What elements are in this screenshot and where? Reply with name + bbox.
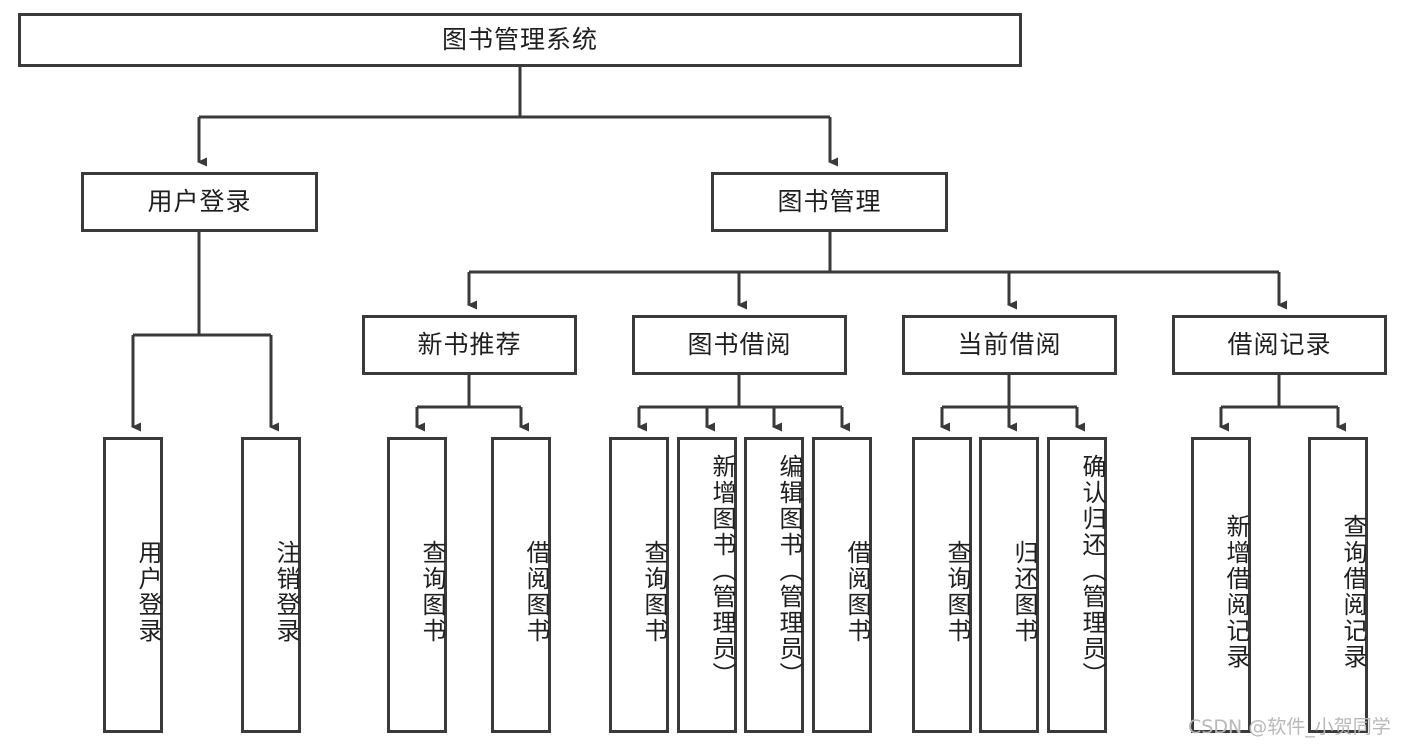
node-label: 注销登录 xyxy=(272,540,300,644)
leaf-query-book-current[interactable]: 查询图书 xyxy=(912,437,972,733)
leaf-logout-login[interactable]: 注销登录 xyxy=(241,437,301,733)
leaf-query-book-borrow[interactable]: 查询图书 xyxy=(609,437,669,733)
node-new-book-recommend[interactable]: 新书推荐 xyxy=(362,315,577,375)
leaf-confirm-return-admin[interactable]: 确认归还（管理员） xyxy=(1047,437,1107,733)
node-label: 用户登录 xyxy=(147,187,252,216)
leaf-add-borrow-record[interactable]: 新增借阅记录 xyxy=(1191,437,1251,733)
node-label: 图书借阅 xyxy=(687,330,792,359)
node-label: 编辑图书（管理员） xyxy=(775,454,803,688)
node-label: 借阅图书 xyxy=(522,540,550,644)
node-label: 借阅记录 xyxy=(1227,330,1332,359)
leaf-query-book-recommend[interactable]: 查询图书 xyxy=(387,437,447,733)
node-label: 图书管理系统 xyxy=(441,25,598,54)
node-label: 新增图书（管理员） xyxy=(708,454,736,688)
node-label: 用户登录 xyxy=(134,540,162,644)
node-label: 确认归还（管理员） xyxy=(1078,454,1106,688)
node-label: 查询借阅记录 xyxy=(1339,514,1367,670)
leaf-edit-book-admin[interactable]: 编辑图书（管理员） xyxy=(744,437,804,733)
leaf-user-login[interactable]: 用户登录 xyxy=(103,437,163,733)
csdn-watermark: CSDN @软件_小贺同学 xyxy=(1188,716,1391,738)
node-current-borrow[interactable]: 当前借阅 xyxy=(902,315,1117,375)
node-label: 新书推荐 xyxy=(417,330,522,359)
leaf-borrow-book-recommend[interactable]: 借阅图书 xyxy=(491,437,551,733)
node-label: 查询图书 xyxy=(418,540,446,644)
node-root-book-management-system[interactable]: 图书管理系统 xyxy=(18,13,1022,67)
node-label: 图书管理 xyxy=(777,187,882,216)
leaf-add-book-admin[interactable]: 新增图书（管理员） xyxy=(677,437,737,733)
node-label: 新增借阅记录 xyxy=(1222,514,1250,670)
node-label: 当前借阅 xyxy=(957,330,1062,359)
node-label: 查询图书 xyxy=(943,540,971,644)
node-label: 归还图书 xyxy=(1010,540,1038,644)
leaf-return-book[interactable]: 归还图书 xyxy=(979,437,1039,733)
node-user-login[interactable]: 用户登录 xyxy=(81,172,318,232)
leaf-query-borrow-record[interactable]: 查询借阅记录 xyxy=(1308,437,1368,733)
node-book-management[interactable]: 图书管理 xyxy=(711,172,948,232)
node-label: 查询图书 xyxy=(640,540,668,644)
node-label: 借阅图书 xyxy=(843,540,871,644)
leaf-borrow-book[interactable]: 借阅图书 xyxy=(812,437,872,733)
node-book-borrow[interactable]: 图书借阅 xyxy=(632,315,847,375)
node-borrow-record[interactable]: 借阅记录 xyxy=(1172,315,1387,375)
